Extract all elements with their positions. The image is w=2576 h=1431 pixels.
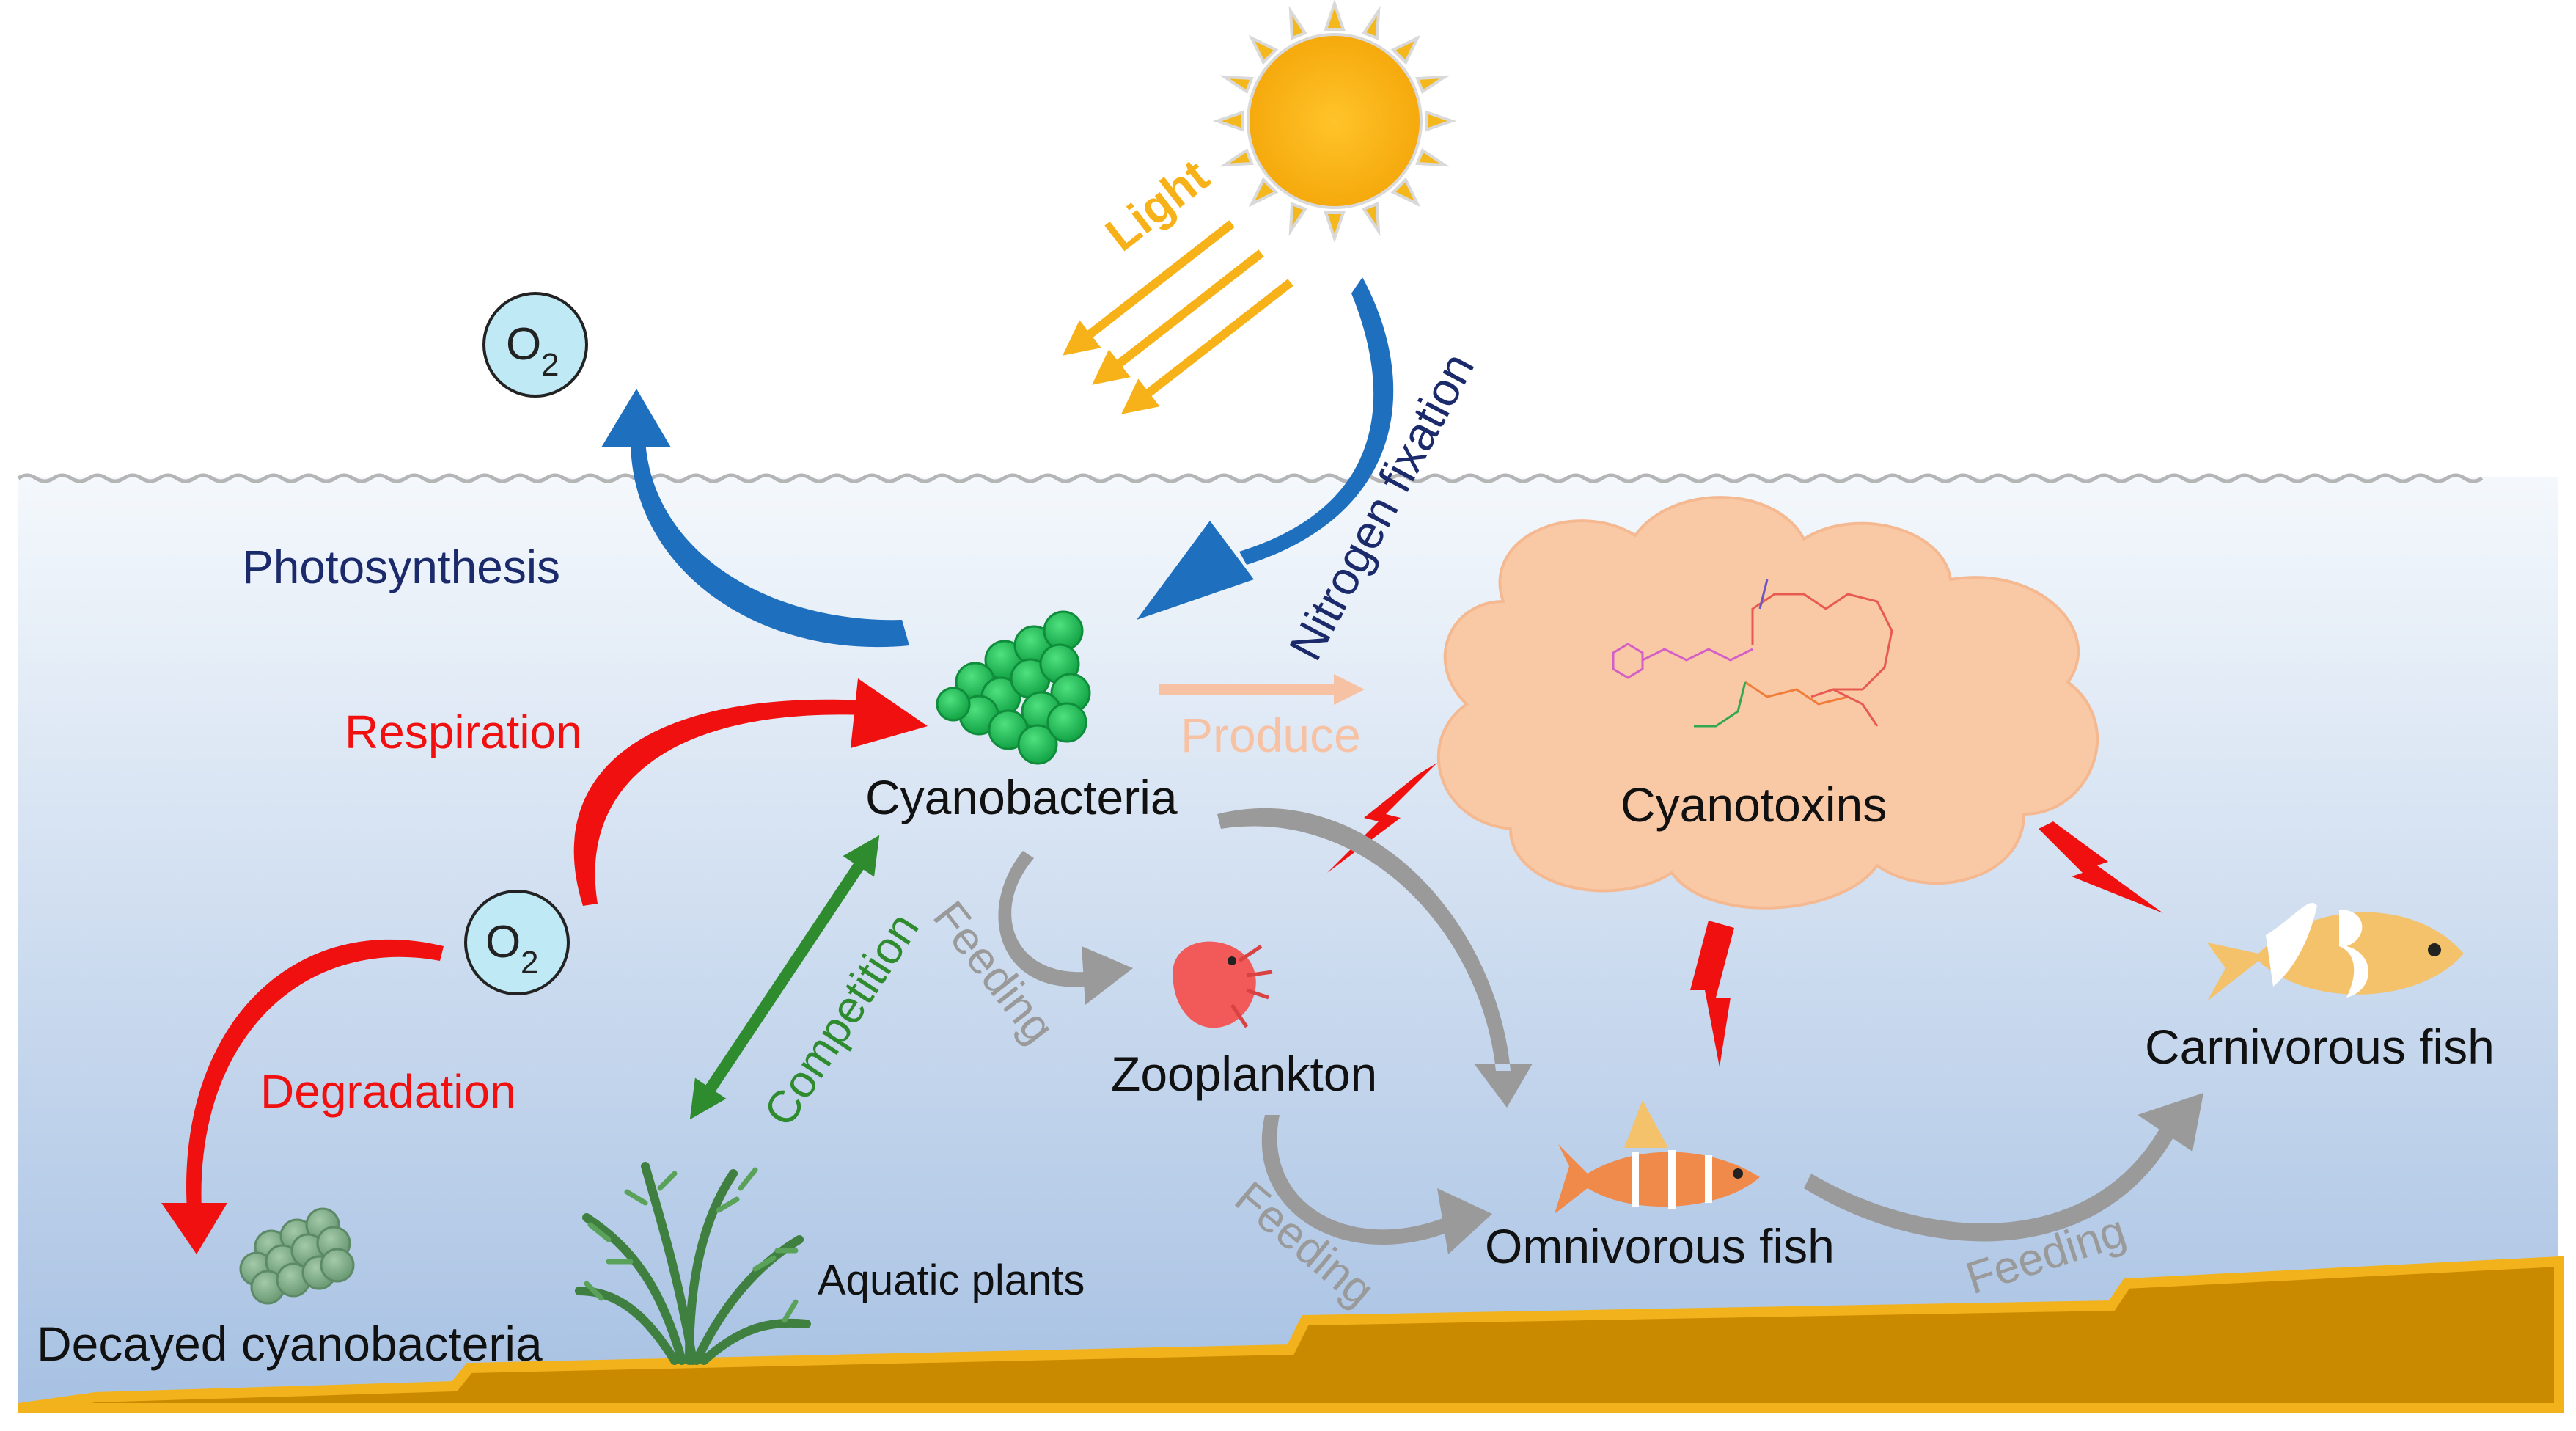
decayed-cyanobacteria-icon xyxy=(239,1207,355,1305)
photosynthesis-arrow xyxy=(601,389,909,648)
feeding-arrow-3 xyxy=(1804,1093,2203,1242)
produce-label: Produce xyxy=(1181,708,1361,762)
cyanotoxin-structure-icon xyxy=(1612,579,1893,728)
omnivorous-fish-icon xyxy=(1555,1100,1760,1214)
light-rays-icon xyxy=(1063,220,1293,414)
degradation-label: Degradation xyxy=(260,1065,516,1118)
lightning-icon xyxy=(1690,921,1734,1067)
cyanotoxins-label: Cyanotoxins xyxy=(1621,777,1887,832)
o2-subscript: 2 xyxy=(521,945,538,981)
photosynthesis-label: Photosynthesis xyxy=(242,541,560,593)
aquatic-plant-icon xyxy=(575,1162,811,1365)
o2-bubble-top: O 2 xyxy=(482,292,588,398)
lightning-icon xyxy=(2039,821,2163,913)
o2-bubble-middle: O 2 xyxy=(464,890,570,995)
sun-icon xyxy=(1212,0,1457,244)
feeding-arrow-cyano-omnivore xyxy=(1217,808,1533,1108)
nitrogen-fixation-arrow xyxy=(1137,277,1394,620)
o2-symbol: O xyxy=(485,917,521,967)
water-body xyxy=(18,477,2558,1408)
feeding-arrow-1 xyxy=(998,851,1133,1005)
respiration-arrow xyxy=(573,678,928,906)
water-surface-line xyxy=(17,473,2484,483)
feeding-arrow-2 xyxy=(1261,1115,1492,1254)
cyanobacteria-cluster-icon xyxy=(936,610,1091,765)
zooplankton-icon xyxy=(1173,941,1273,1028)
cyanotoxins-cloud xyxy=(1436,496,2099,910)
respiration-label: Respiration xyxy=(345,706,582,758)
o2-subscript: 2 xyxy=(541,347,559,383)
o2-symbol: O xyxy=(506,319,541,370)
carnivorous-fish-icon xyxy=(2207,902,2464,1001)
sediment-layer xyxy=(18,1256,2564,1413)
degradation-arrow xyxy=(161,939,444,1254)
zooplankton-label: Zooplankton xyxy=(1111,1047,1377,1101)
decayed-cyanobacteria-label: Decayed cyanobacteria xyxy=(37,1317,543,1371)
aquatic-plants-label: Aquatic plants xyxy=(818,1256,1085,1304)
omnivorous-fish-label: Omnivorous fish xyxy=(1485,1219,1835,1273)
cyanobacteria-label: Cyanobacteria xyxy=(865,770,1178,824)
carnivorous-fish-label: Carnivorous fish xyxy=(2145,1020,2495,1074)
competition-arrow xyxy=(689,835,880,1120)
